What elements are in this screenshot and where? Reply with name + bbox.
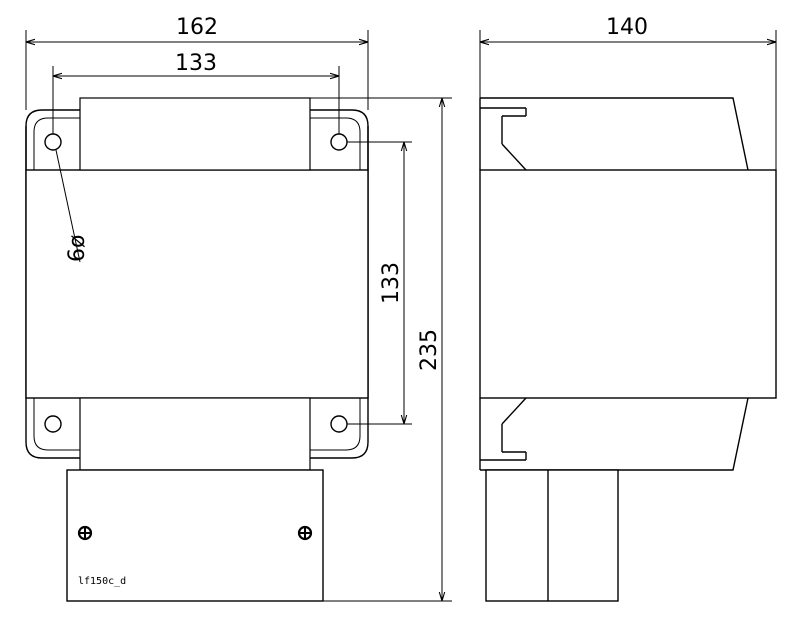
mounting-hole-bottom-left (44, 415, 62, 433)
front-terminal-box (66, 469, 324, 602)
mounting-hole-top-left (44, 133, 62, 151)
side-bracket-bottom (480, 397, 527, 461)
dim-overall-height: 235 (417, 329, 442, 371)
dim-hole-spacing-vertical: 133 (379, 262, 404, 304)
front-view: lf150c_d (25, 97, 369, 602)
front-bracket-inner (33, 117, 361, 451)
side-core-body (479, 169, 777, 399)
mounting-hole-bottom-right (330, 415, 348, 433)
side-winding-top (480, 97, 749, 171)
mounting-hole-top-right (330, 133, 348, 151)
terminal-screw-right (297, 525, 313, 541)
drawing-code-label: lf150c_d (78, 576, 126, 587)
side-winding-bottom (480, 397, 749, 471)
dim-hole-spacing-horizontal: 133 (175, 51, 217, 76)
terminal-screw-left (77, 525, 93, 541)
side-terminal-box (485, 469, 619, 602)
dim-side-depth: 140 (606, 15, 648, 40)
dim-hole-diameter: 6ø (65, 235, 90, 262)
side-bracket-top (480, 107, 527, 171)
hole-diameter-leader (55, 149, 81, 263)
side-view (479, 97, 777, 602)
front-core-body (25, 169, 369, 399)
front-bracket-outline (25, 109, 369, 459)
side-dimensions: 140 (479, 15, 777, 170)
front-winding-top (79, 97, 311, 171)
front-winding-bottom (79, 397, 311, 471)
front-dimensions: 162 133 6ø 133 235 (25, 15, 452, 602)
dim-front-width: 162 (176, 15, 218, 40)
